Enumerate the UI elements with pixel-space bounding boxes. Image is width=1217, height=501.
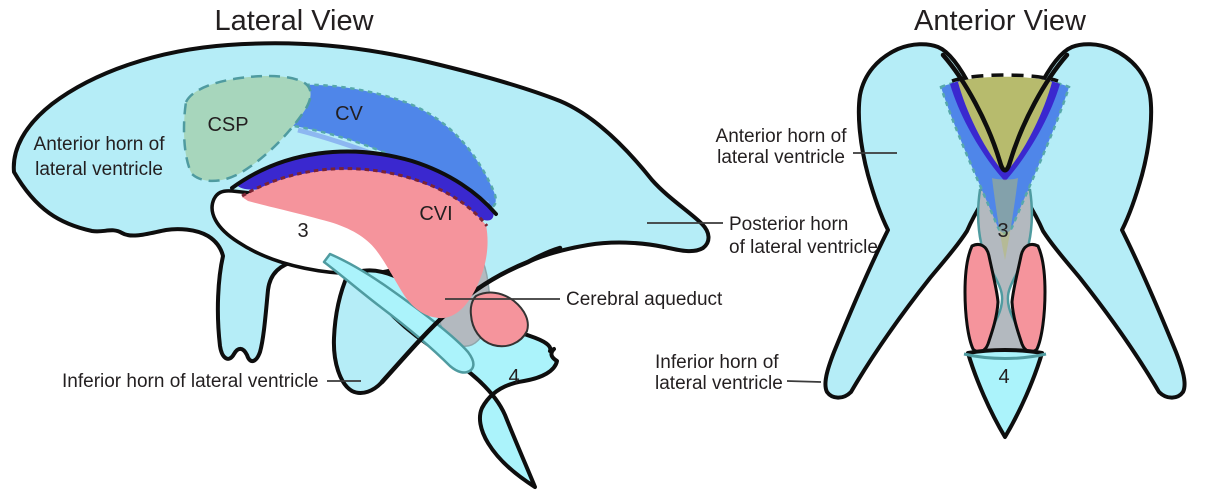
csp-label: CSP: [207, 114, 248, 136]
anterior-horn-label-line2: lateral ventricle: [717, 147, 845, 168]
anterior-third-ventricle-label: 3: [997, 220, 1008, 242]
anterior-left-pink-shape: [963, 242, 1000, 354]
midline-v-outline: [940, 52, 1070, 173]
anterior-fourth-ventricle-shape: [966, 348, 1044, 439]
cvi-region-shape: [242, 169, 488, 319]
cvi-dashed-border: [241, 167, 489, 227]
anterior-inferior-horn-label-line2: lateral ventricle: [655, 373, 783, 394]
anterior-view: Anterior View Anterior horn of lateral v…: [655, 5, 1187, 439]
posterior-horn-label-line1: Posterior horn: [729, 214, 848, 235]
anterior-view-title: Anterior View: [914, 5, 1087, 37]
lateral-third-ventricle-label: 3: [297, 220, 308, 242]
posterior-horn-label-line2: of lateral ventricle: [729, 237, 878, 258]
anterior-inferior-horn-label-line1: Inferior horn of: [655, 352, 779, 373]
anterior-inferior-horn-leader-line: [786, 380, 822, 383]
csp-region-shape: [182, 74, 312, 183]
lateral-inferior-horn-label: Inferior horn of lateral ventricle: [62, 371, 319, 392]
anterior-right-pink-shape: [1010, 242, 1047, 354]
lateral-anterior-horn-label-line1: Anterior horn of: [34, 134, 166, 155]
cerebral-aqueduct-label: Cerebral aqueduct: [566, 289, 723, 310]
anterior-fourth-ventricle-label: 4: [998, 366, 1009, 388]
anterior-horn-label-line1: Anterior horn of: [716, 126, 848, 147]
callosal-crescent-outline: [230, 149, 498, 216]
lateral-view: Lateral View Anterior horn of lateral ve…: [11, 5, 878, 489]
lateral-anterior-horn-label-line2: lateral ventricle: [35, 159, 163, 180]
lateral-view-title: Lateral View: [214, 5, 374, 37]
anterior-olive-tail-shape: [992, 178, 1018, 260]
cvi-label: CVI: [419, 203, 452, 225]
anterior-fourth-teal-line: [963, 352, 1047, 360]
ventricle-underside-outline: [379, 245, 563, 385]
cv-label: CV: [335, 103, 363, 125]
anterior-csp-olive-shape: [958, 76, 1052, 172]
cerebral-aqueduct-shape: [322, 252, 475, 374]
lateral-fourth-ventricle-label: 4: [508, 366, 519, 388]
